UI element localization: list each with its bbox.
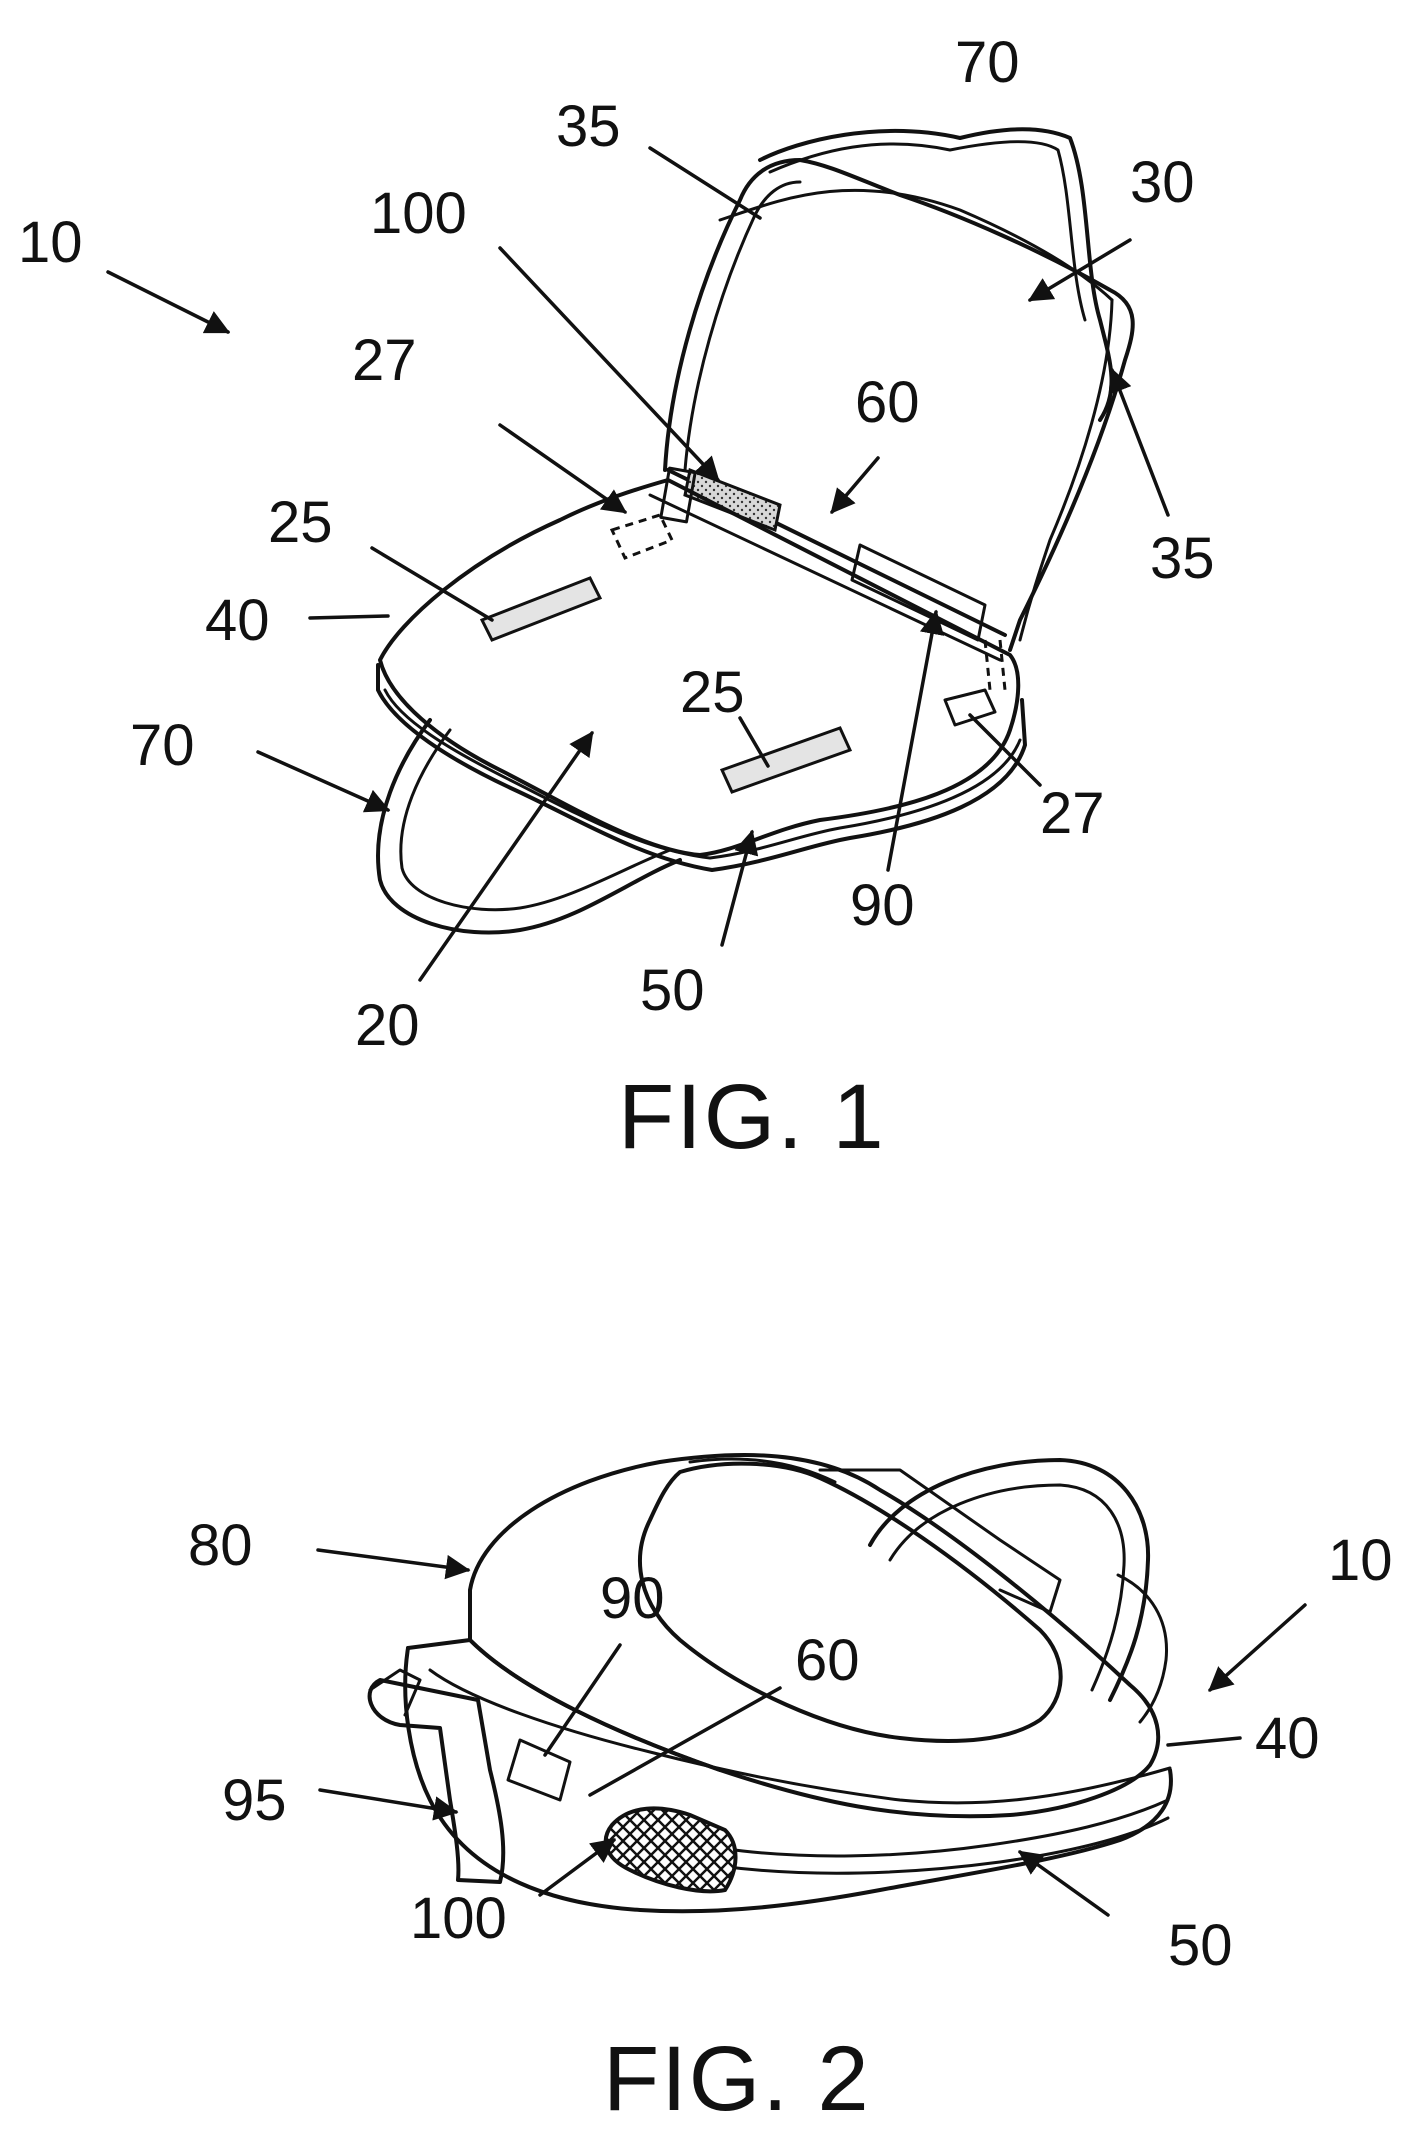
ref-label: 100 xyxy=(410,1886,507,1951)
hinge-band-60-lower xyxy=(650,495,1000,660)
ref-label: 60 xyxy=(855,370,920,435)
figure-2: 80 10 90 60 40 95 100 50 FIG. 2 xyxy=(188,1455,1393,2130)
leader-50-fig2 xyxy=(1020,1852,1108,1915)
ref-label: 25 xyxy=(268,490,333,555)
label-slot-90-fig2 xyxy=(508,1740,570,1800)
leader-80 xyxy=(318,1550,468,1570)
leader-100-fig2 xyxy=(540,1840,614,1895)
strap-70-top-shape xyxy=(760,129,1112,420)
leader-95 xyxy=(320,1790,456,1812)
strap-70-top-shape-inner xyxy=(770,142,1085,320)
ref-label: 80 xyxy=(188,1513,253,1578)
ref-label: 50 xyxy=(640,958,705,1023)
fastener-100-patch xyxy=(685,470,780,530)
strip-25-left xyxy=(482,578,600,640)
leader-100 xyxy=(500,248,718,480)
leader-70-left xyxy=(258,752,388,810)
side-front-face xyxy=(408,1640,720,1770)
mesh-pocket-100 xyxy=(606,1808,736,1891)
ref-label: 70 xyxy=(955,30,1020,95)
figure-1: 10 70 35 30 100 27 60 25 35 40 25 70 27 … xyxy=(18,30,1215,1168)
figure-caption: FIG. 1 xyxy=(618,1066,886,1168)
ref-label: 10 xyxy=(18,210,83,275)
leader-27-right xyxy=(970,715,1040,785)
folded-backrest-panel xyxy=(640,1464,1061,1741)
ref-label: 20 xyxy=(355,993,420,1058)
strip-25-front xyxy=(722,728,850,792)
leader-10 xyxy=(108,272,228,332)
leader-40-fig2 xyxy=(1168,1738,1240,1745)
backrest-30-rim xyxy=(685,182,800,470)
leader-90 xyxy=(888,612,936,870)
ref-label: 30 xyxy=(1130,150,1195,215)
clip-27-right-shape xyxy=(945,690,995,725)
ref-label: 40 xyxy=(205,588,270,653)
backrest-side-35 xyxy=(1020,300,1112,640)
ref-label: 50 xyxy=(1168,1913,1233,1978)
ref-label: 100 xyxy=(370,181,467,246)
backrest-frame-35 xyxy=(720,190,1112,300)
ref-label: 70 xyxy=(130,713,195,778)
ref-label: 90 xyxy=(600,1566,665,1631)
ref-label: 25 xyxy=(680,660,745,725)
leader-35-right xyxy=(1112,370,1168,515)
leader-27-left xyxy=(500,425,625,512)
leader-10-fig2 xyxy=(1210,1605,1305,1690)
handle-strap-inner xyxy=(890,1485,1124,1690)
strap-95-stub xyxy=(370,1670,420,1715)
ref-label: 10 xyxy=(1328,1528,1393,1593)
ref-label: 35 xyxy=(556,94,621,159)
ref-label: 95 xyxy=(222,1768,287,1833)
ref-label: 40 xyxy=(1255,1706,1320,1771)
clip-27-left-shape xyxy=(612,515,672,558)
leader-20 xyxy=(420,733,592,980)
strap-95-shape xyxy=(370,1680,504,1882)
ref-label: 27 xyxy=(1040,781,1105,846)
ref-label: 90 xyxy=(850,873,915,938)
leader-60 xyxy=(832,458,878,512)
leader-25-left xyxy=(372,548,492,620)
ref-label: 27 xyxy=(352,328,417,393)
ref-label: 35 xyxy=(1150,526,1215,591)
ref-label: 60 xyxy=(795,1628,860,1693)
leader-35-top xyxy=(650,148,760,218)
leader-40 xyxy=(310,616,388,618)
figure-caption: FIG. 2 xyxy=(603,2028,871,2130)
